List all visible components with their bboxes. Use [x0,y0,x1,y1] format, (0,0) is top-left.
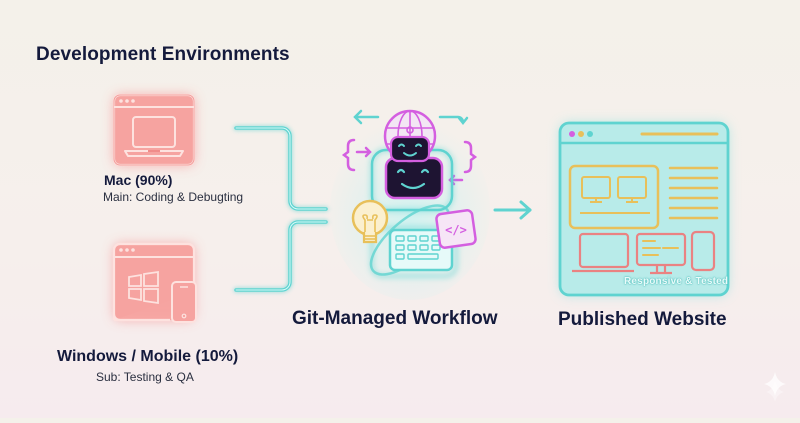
arrow-right-icon [492,198,536,222]
mac-label: Mac (90%) [104,172,173,188]
mac-environment-icon [100,83,205,175]
responsive-tested-badge: Responsive & Tested [624,276,729,287]
windows-mobile-role-label: Sub: Testing & QA [96,370,194,384]
svg-text:</>: </> [445,223,467,237]
sparkle-icon [760,370,790,404]
workflow-robot-icon: </> [330,100,490,300]
published-website-icon [550,115,730,305]
mac-role-label: Main: Coding & Debugting [103,190,244,204]
windows-mobile-environment-icon [100,232,205,332]
diagram-title: Development Environments [36,44,290,65]
workflow-label: Git-Managed Workflow [292,308,498,329]
published-website-label: Published Website [558,309,727,330]
windows-mobile-label: Windows / Mobile (10%) [57,348,239,365]
